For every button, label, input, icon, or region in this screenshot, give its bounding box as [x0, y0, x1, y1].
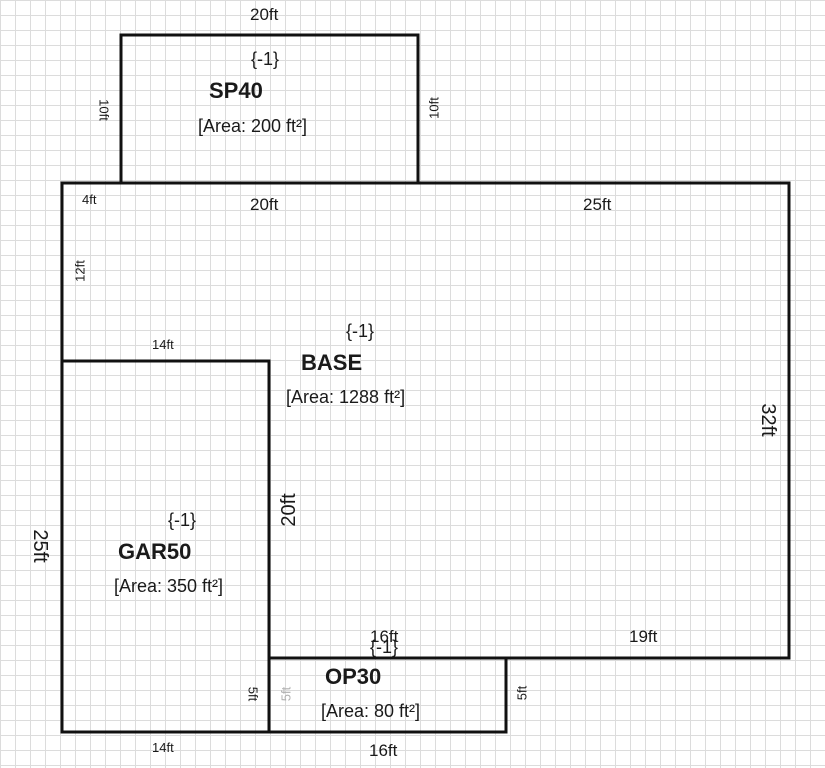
sp40-left-dimension: 10ft: [96, 99, 112, 121]
base-right-dimension: 32ft: [757, 403, 779, 437]
sp40-name: SP40: [209, 78, 263, 103]
op30-bottom-dimension: 16ft: [369, 741, 398, 760]
base-code: {-1}: [346, 321, 375, 341]
op30-name: OP30: [325, 664, 382, 689]
gar50-outer-left-dimension: 25ft: [29, 529, 51, 563]
base-left-upper-dimension: 12ft: [72, 260, 88, 282]
sp40-top-dimension: 20ft: [250, 5, 279, 24]
sp40-code: {-1}: [251, 49, 280, 69]
gar50-bottom-dimension: 14ft: [152, 740, 174, 755]
gar50-top-dimension: 14ft: [152, 337, 174, 352]
gar50-code: {-1}: [168, 510, 197, 530]
base-top-left-dimension: 20ft: [250, 195, 279, 214]
base-top-right-dimension: 25ft: [583, 195, 612, 214]
gar50-outline: [60, 359, 271, 734]
sp40-area: [Area: 200 ft²]: [198, 116, 308, 136]
base-corner-dimension: 4ft: [82, 192, 97, 207]
op30-area: [Area: 80 ft²]: [321, 701, 421, 721]
op30-outline: [267, 656, 508, 734]
gar50-inner-right-dimension: 5ft: [245, 686, 261, 702]
op30-right-dimension: 5ft: [514, 685, 530, 701]
op30-code: {-1}: [370, 637, 399, 657]
base-area: [Area: 1288 ft²]: [286, 387, 406, 407]
gar50-right-dimension: 20ft: [278, 493, 300, 527]
op30-inner-left-dimension: 5ft: [278, 686, 294, 702]
op30-top-dimension: 16ft: [370, 627, 399, 646]
gar50-area: [Area: 350 ft²]: [114, 576, 224, 596]
base-bottom-right-dimension: 19ft: [629, 627, 658, 646]
gar50-name: GAR50: [118, 539, 192, 564]
base-name: BASE: [301, 350, 363, 375]
sp40-right-dimension: 10ft: [426, 97, 442, 119]
